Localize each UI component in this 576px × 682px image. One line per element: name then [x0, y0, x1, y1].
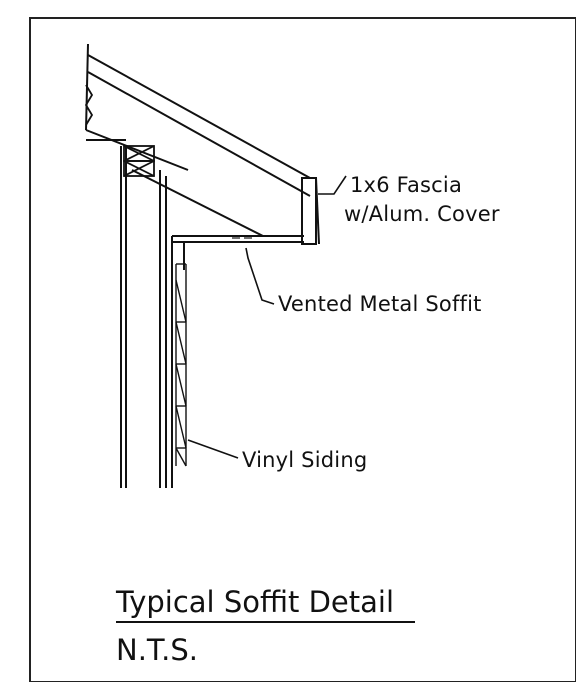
- drawing-title: Typical Soffit Detail: [115, 585, 394, 619]
- fascia-leader: [318, 175, 347, 195]
- sheet-border: [29, 17, 576, 682]
- wall: [120, 146, 173, 488]
- soffit-framing: [131, 169, 304, 270]
- rafter: [84, 43, 311, 197]
- label-soffit: Vented Metal Soffit: [278, 292, 482, 316]
- label-siding: Vinyl Siding: [242, 448, 367, 472]
- siding-leader: [187, 439, 239, 459]
- label-fascia-line1: 1x6 Fascia: [350, 173, 462, 197]
- fascia: [301, 177, 320, 245]
- leaders: [187, 175, 347, 459]
- soffit-leader: [245, 247, 275, 305]
- top-plate: [123, 145, 155, 177]
- scale-note: N.T.S.: [116, 633, 198, 667]
- vinyl-siding: [175, 263, 187, 467]
- label-fascia-line2: w/Alum. Cover: [344, 202, 500, 226]
